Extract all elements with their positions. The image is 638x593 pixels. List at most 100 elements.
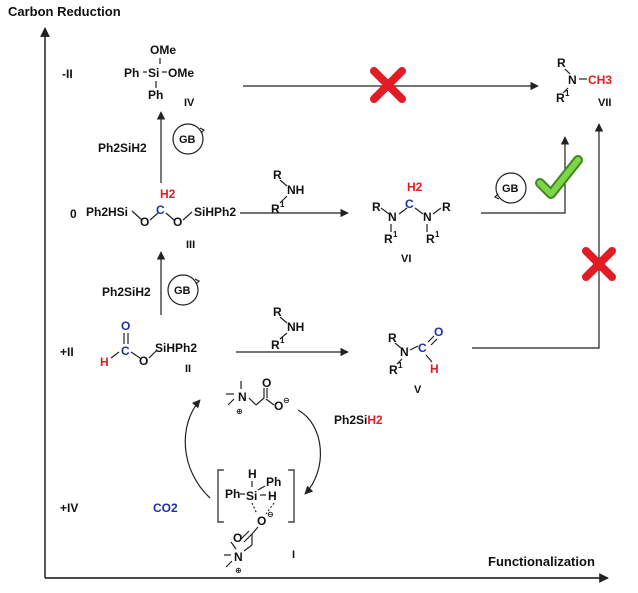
svg-text:R: R — [384, 232, 393, 246]
silane-in-cycle: Ph2SiH2 — [334, 413, 383, 427]
si-ph-right: Ph — [266, 475, 281, 489]
ox-level-plus-two: +II — [60, 345, 74, 359]
ome-right: OMe — [168, 66, 194, 80]
compound-iv: OMe Ph Si OMe Ph IV — [124, 43, 195, 109]
betaine-n-top: N — [238, 390, 247, 404]
label-iv: IV — [184, 97, 195, 109]
hydrogen-v: H — [430, 362, 439, 376]
label-vi: VI — [401, 253, 411, 265]
vi-n-left: N — [388, 210, 397, 224]
amine-r-upper: R — [273, 168, 282, 182]
si-h-right: H — [268, 489, 277, 503]
svg-text:R: R — [389, 363, 398, 377]
axes: Carbon Reduction Functionalization — [8, 4, 609, 583]
vii-n: N — [568, 73, 577, 87]
bracket-left — [217, 469, 224, 523]
svg-text:1: 1 — [393, 230, 398, 239]
ox-level-minus-two: -II — [62, 67, 73, 81]
v-r: R — [388, 331, 397, 345]
svg-text:1: 1 — [280, 200, 285, 209]
amine-nh-lower: NH — [287, 320, 304, 334]
gb-cycle-lower: GB — [167, 274, 201, 306]
svg-text:⊖: ⊖ — [267, 510, 274, 519]
cycle-arrow-right — [297, 409, 322, 495]
compound-ii: O C H O SiHPh2 II — [100, 319, 197, 375]
svg-text:R: R — [556, 91, 565, 105]
amine-reagent-lower: R NH R 1 — [271, 305, 304, 352]
sihph2-ii: SiHPh2 — [155, 341, 197, 355]
allowed-path-check-icon — [535, 155, 583, 199]
amine-nh-upper: NH — [287, 183, 304, 197]
label-v: V — [414, 384, 422, 396]
svg-text:1: 1 — [280, 336, 285, 345]
carbon-vi: C — [405, 197, 414, 211]
svg-text:⊕: ⊕ — [236, 407, 243, 416]
amine-r-lower: R — [273, 305, 282, 319]
ome-top: OMe — [150, 43, 176, 57]
carbonyl-oxygen-ii: O — [121, 319, 130, 333]
label-iii: III — [186, 239, 195, 251]
svg-text:⊕: ⊕ — [235, 566, 242, 575]
gb-catalyst-right: GB — [502, 183, 519, 195]
cycle-arrow-left — [184, 399, 211, 499]
ox-level-zero: 0 — [70, 207, 77, 221]
si-center-i: Si — [246, 489, 257, 503]
compound-iii: Ph2HSi O C H2 O SiHPh2 III — [86, 187, 236, 251]
arrow-v-to-vii — [472, 123, 604, 349]
svg-text:R: R — [426, 232, 435, 246]
compound-vi: R N R 1 C H2 N R R 1 VI — [372, 180, 451, 265]
catalytic-cycle: N ⊕ O O ⊖ Ph2SiH2 CO2 H Ph Ph Si H O — [153, 376, 383, 575]
silane-reagent-lower: Ph2SiH2 — [102, 285, 151, 299]
gb-cycle-right: GB — [493, 172, 527, 204]
vii-ch3: CH3 — [588, 73, 612, 87]
co2-reagent: CO2 — [153, 501, 178, 515]
gb-catalyst-lower: GB — [174, 285, 191, 297]
compound-v: R N C O H R 1 V — [388, 325, 443, 396]
label-ii: II — [185, 363, 191, 375]
svg-text:1: 1 — [435, 230, 440, 239]
label-i: I — [292, 549, 295, 561]
oxygen-right: O — [173, 215, 182, 229]
sihph2-iii: SiHPh2 — [194, 205, 236, 219]
arrow-vi-to-vii — [481, 136, 570, 214]
oxygen-left: O — [140, 215, 149, 229]
h2-iii: H2 — [160, 187, 176, 201]
vii-r: R — [557, 56, 566, 70]
i-o-carbonyl: O — [233, 531, 242, 545]
h2-vi: H2 — [407, 180, 423, 194]
ph-left: Ph — [124, 66, 139, 80]
amine-reagent-upper: R NH R 1 — [271, 168, 304, 216]
label-vii: VII — [598, 97, 611, 109]
carbon-center-iii: C — [156, 203, 165, 217]
gb-catalyst-upper: GB — [179, 134, 196, 146]
carbon-ii: C — [121, 344, 130, 358]
i-o-anion: O — [257, 514, 266, 528]
bracket-right — [288, 469, 295, 523]
y-axis-title: Carbon Reduction — [8, 4, 121, 19]
ph-bottom: Ph — [148, 88, 163, 102]
hydrogen-ii: H — [100, 355, 109, 369]
silane-reagent-upper: Ph2SiH2 — [98, 141, 147, 155]
svg-text:⊖: ⊖ — [283, 396, 290, 405]
ox-level-plus-four: +IV — [60, 501, 78, 515]
ph2hsi-group: Ph2HSi — [86, 205, 128, 219]
vi-r-left: R — [372, 200, 381, 214]
compound-vii: R N CH3 R 1 VII — [556, 56, 612, 109]
x-axis-title: Functionalization — [488, 554, 595, 569]
blocked-path-lower-icon — [582, 247, 616, 281]
vi-n-right: N — [423, 210, 432, 224]
si-h-top: H — [248, 467, 257, 481]
carbon-v: C — [418, 341, 427, 355]
blocked-path-upper-icon — [370, 67, 406, 103]
svg-text:R: R — [271, 338, 280, 352]
oxygen-ii: O — [139, 354, 148, 368]
si-center: Si — [148, 66, 159, 80]
si-ph-left: Ph — [225, 487, 240, 501]
oxidation-levels: -II 0 +II +IV — [60, 67, 78, 515]
svg-text:1: 1 — [398, 361, 403, 370]
betaine-o-anion: O — [274, 399, 283, 413]
svg-text:1: 1 — [565, 89, 570, 98]
v-n: N — [400, 345, 409, 359]
